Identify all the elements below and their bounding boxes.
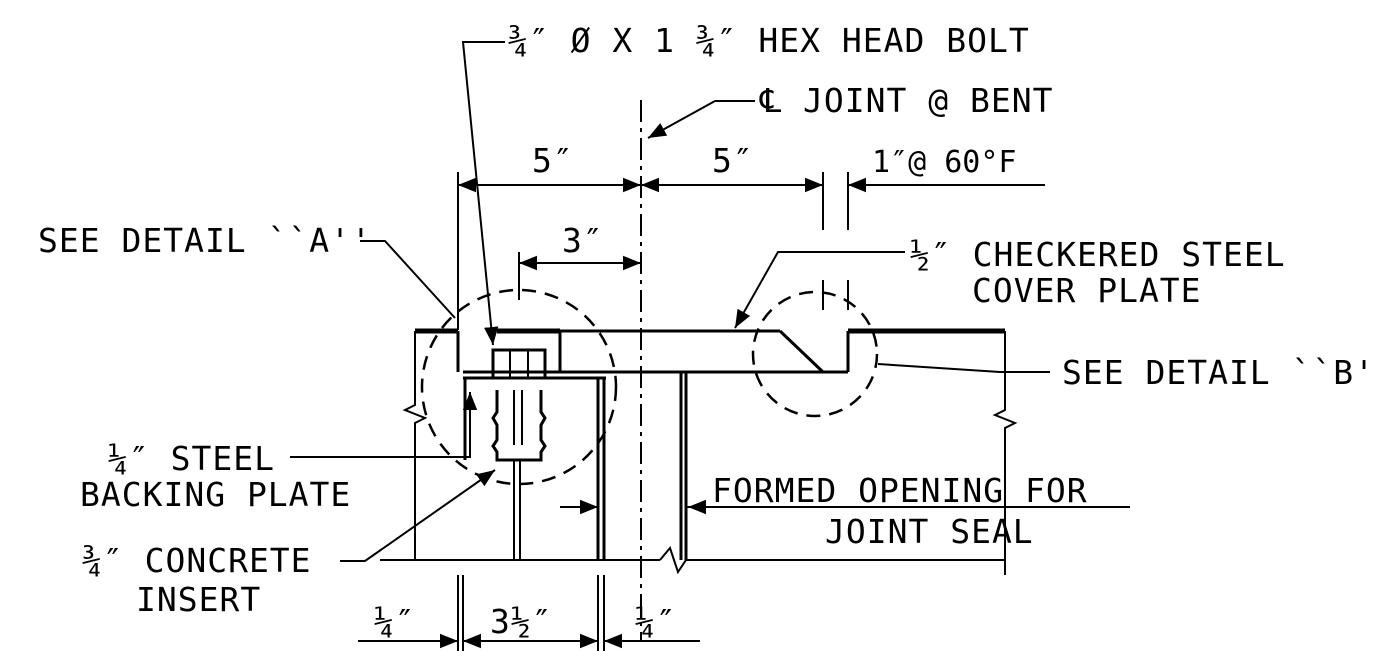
concrete-edge-right xyxy=(992,331,1018,575)
dim-bottom xyxy=(358,499,700,651)
leader-see-detail-a xyxy=(360,240,456,319)
formed-opening xyxy=(596,372,1130,560)
concrete-edge-left xyxy=(402,331,428,560)
leader-see-detail-b xyxy=(877,363,1050,373)
concrete-insert-label-1: ¾″ CONCRETE xyxy=(82,541,312,580)
dim-5-left-label: 5″ xyxy=(532,141,574,180)
hex-bolt-label: ¾″ Ø X 1 ¾″ HEX HEAD BOLT xyxy=(508,21,1030,60)
formed-opening-label-1: FORMED OPENING FOR xyxy=(712,471,1088,510)
dim-1-at-60-label: 1″@ 60°F xyxy=(872,145,1017,180)
leader-cl-joint xyxy=(647,100,755,139)
backing-plate xyxy=(463,376,606,460)
leader-checkered xyxy=(734,251,905,329)
dim-5-line xyxy=(457,172,1045,330)
dim-3-label: 3″ xyxy=(562,221,604,260)
hex-bolt xyxy=(491,348,547,380)
see-detail-a-label: SEE DETAIL ``A'' xyxy=(38,221,372,260)
dim-quarter-right-label: ¼″ xyxy=(635,602,677,641)
leader-concrete-insert xyxy=(340,469,496,562)
dim-quarter-left-label: ¼″ xyxy=(374,602,416,641)
dim-3-line xyxy=(518,252,641,300)
cl-joint-label: ℄ JOINT @ BENT xyxy=(759,81,1053,120)
dim-5-right-label: 5″ xyxy=(712,141,754,180)
leader-steel-plate xyxy=(290,392,478,458)
dim-3-half-label: 3½″ xyxy=(490,602,553,641)
checkered-plate-label-2: COVER PLATE xyxy=(972,271,1202,310)
leader-hex-bolt xyxy=(461,41,505,346)
steel-plate-label-2: BACKING PLATE xyxy=(80,475,351,514)
see-detail-b-label: SEE DETAIL ``B'' xyxy=(1062,353,1379,392)
detail-b-circle xyxy=(751,290,879,418)
concrete-insert-label-2: INSERT xyxy=(136,580,261,619)
concrete-insert xyxy=(491,390,547,560)
detail-a-circle xyxy=(420,288,618,486)
checkered-plate-label-1: ½″ CHECKERED STEEL xyxy=(910,235,1286,274)
steel-plate-label-1: ¼″ STEEL xyxy=(108,439,275,478)
concrete-bottom xyxy=(380,545,1005,575)
formed-opening-label-2: JOINT SEAL xyxy=(825,512,1034,551)
